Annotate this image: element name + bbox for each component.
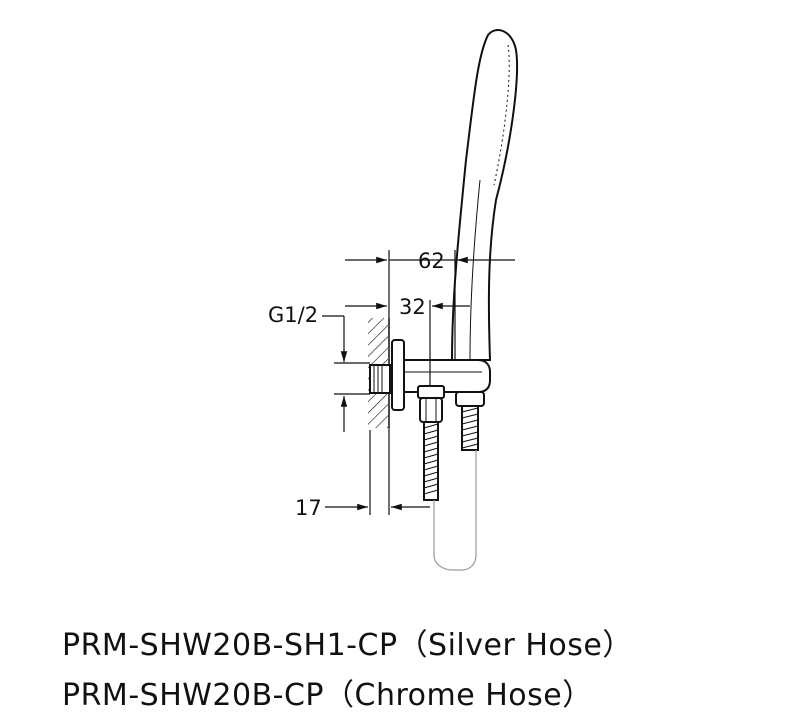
hose-right <box>455 391 485 451</box>
hand-shower-head <box>450 29 519 361</box>
dimension-32 <box>345 300 470 386</box>
thread-size-label: G1/2 <box>268 303 318 327</box>
hose-connector-left <box>417 385 445 501</box>
dimension-62-label: 62 <box>418 249 445 273</box>
hose-loop <box>433 450 477 571</box>
model-code-silver-hose: PRM-SHW20B-SH1-CP（Silver Hose） <box>62 628 633 663</box>
technical-drawing: 62 32 G1/2 17 <box>268 29 519 571</box>
dimension-17 <box>325 428 430 515</box>
wall-outlet-bracket <box>369 339 491 411</box>
dimension-62 <box>345 250 515 360</box>
model-code-chrome-hose: PRM-SHW20B-CP（Chrome Hose） <box>62 678 593 713</box>
dimension-17-label: 17 <box>295 496 322 520</box>
dimension-32-label: 32 <box>399 295 426 319</box>
dimension-g12 <box>322 315 370 432</box>
